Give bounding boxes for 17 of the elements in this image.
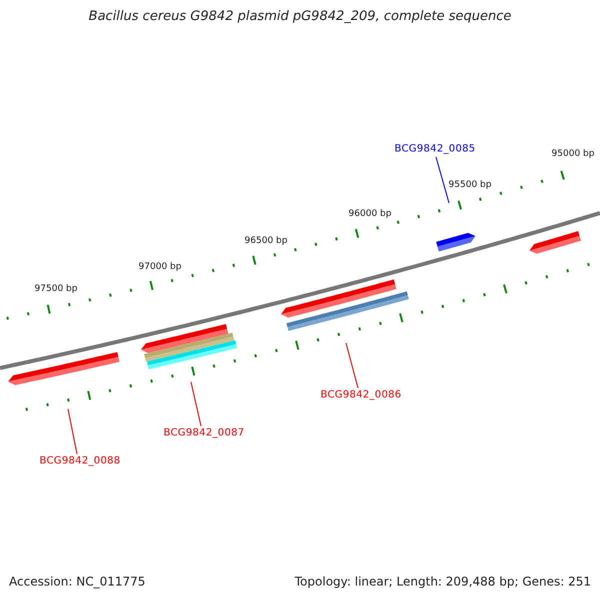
- sequence-info-text: Topology: linear; Length: 209,488 bp; Genes: 251: [294, 575, 591, 589]
- gene-label: BCG9842_0087: [164, 428, 244, 438]
- leader-line: [190, 382, 202, 426]
- scale-label: 97500 bp: [34, 285, 78, 295]
- gene-label: BCG9842_0086: [320, 390, 402, 400]
- title: Bacillus cereus G9842 plasmid pG9842_209, complete sequence: [88, 10, 512, 24]
- gene-label: BCG9842_0085: [394, 144, 476, 154]
- scale-label: 95000 bp: [552, 150, 594, 160]
- gene-label: BCG9842_0088: [40, 456, 120, 466]
- scale-label: 96000 bp: [348, 210, 392, 220]
- leader-line: [436, 156, 450, 204]
- scale-label: 95500 bp: [448, 181, 492, 191]
- scale-label: 96500 bp: [244, 237, 288, 247]
- leader-line: [68, 408, 78, 454]
- scale-label: 97000 bp: [138, 263, 182, 273]
- accession-text: Accession: NC_011775: [9, 575, 146, 589]
- leader-line: [346, 342, 358, 388]
